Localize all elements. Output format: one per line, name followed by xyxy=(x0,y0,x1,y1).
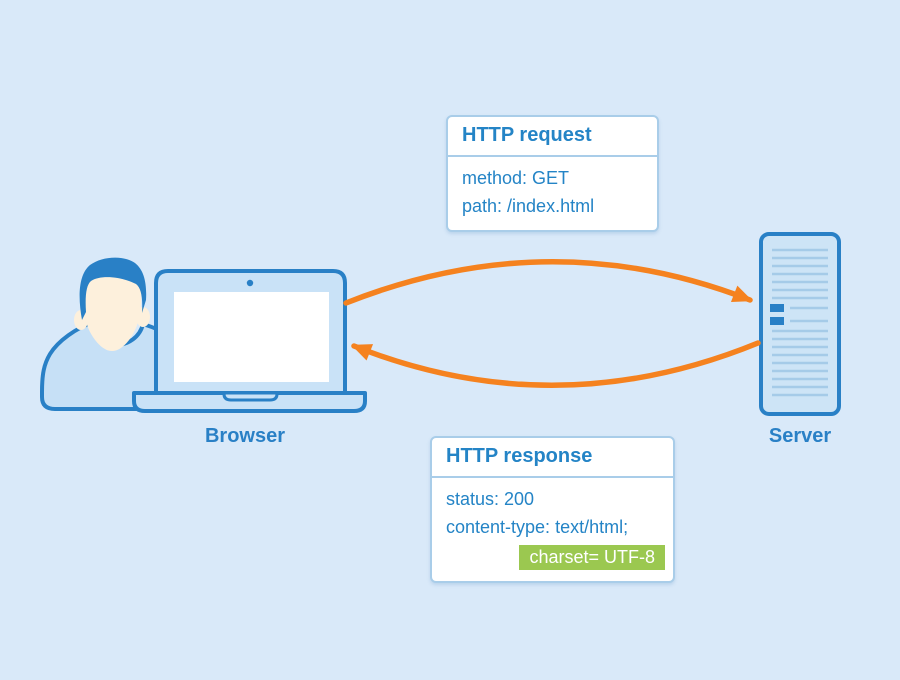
request-arrow xyxy=(343,259,753,306)
charset-highlight-chip: charset= UTF-8 xyxy=(519,545,665,570)
server-led-1 xyxy=(770,304,784,312)
server-icon xyxy=(759,232,841,416)
browser-laptop-icon xyxy=(132,269,367,413)
request-box-body: method: GET path: /index.html xyxy=(448,157,657,230)
http-response-box: HTTP response status: 200 content-type: … xyxy=(430,436,675,583)
server-led-2 xyxy=(770,317,784,325)
response-content-type-line: content-type: text/html; xyxy=(446,517,629,537)
response-status-line: status: 200 xyxy=(446,489,535,509)
browser-label: Browser xyxy=(204,425,286,447)
response-box-title: HTTP response xyxy=(432,438,673,478)
request-path-line: path: /index.html xyxy=(462,196,595,216)
response-box-body: status: 200 content-type: text/html; cha… xyxy=(432,478,673,581)
laptop-screen xyxy=(174,292,329,382)
laptop-camera-dot xyxy=(246,279,254,287)
server-label: Server xyxy=(768,425,832,447)
charset-chip-row: charset= UTF-8 xyxy=(446,543,665,571)
request-method-line: method: GET xyxy=(462,168,570,188)
http-request-box: HTTP request method: GET path: /index.ht… xyxy=(446,115,659,232)
request-box-title: HTTP request xyxy=(448,117,657,157)
response-arrow xyxy=(351,340,761,388)
